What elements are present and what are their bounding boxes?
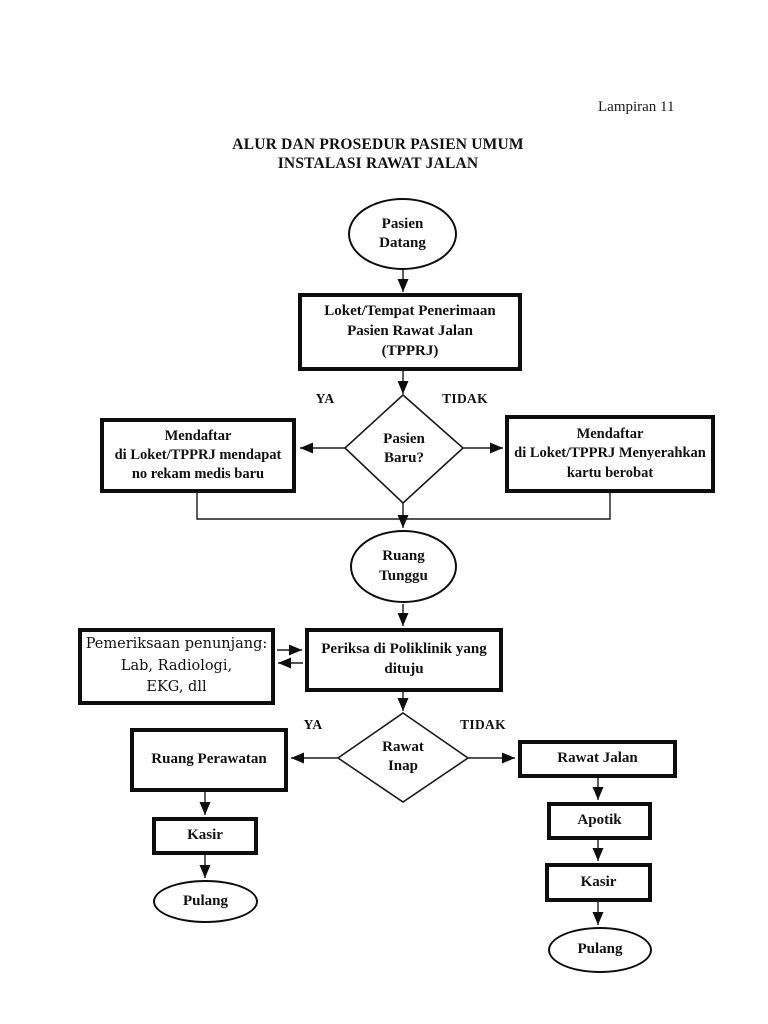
process-supporting-exam: Pemeriksaan penunjang: Lab, Radiologi, E… (78, 628, 275, 705)
start-node-pasien-datang: Pasien Datang (348, 198, 457, 270)
decision2-no-label: TIDAK (460, 717, 506, 732)
process-register-existing: Mendaftar di Loket/TPPRJ Menyerahkan kar… (505, 415, 715, 493)
process-register-new: Mendaftar di Loket/TPPRJ mendapat no rek… (100, 418, 296, 493)
process-tpprj: Loket/Tempat Penerimaan Pasien Rawat Jal… (298, 293, 522, 371)
page-title: ALUR DAN PROSEDUR PASIEN UMUM INSTALASI … (232, 136, 524, 172)
decision-diamond-rawat-inap (336, 712, 470, 803)
appendix-label: Lampiran 11 (598, 99, 675, 115)
decision2-yes-label: YA (303, 717, 323, 732)
decision1-no-label: TIDAK (442, 391, 488, 406)
decision1-yes-label: YA (315, 391, 335, 406)
decision-diamond-pasien-baru (343, 393, 465, 505)
end-node-discharge-inpatient: Pulang (153, 880, 258, 923)
process-outpatient: Rawat Jalan (518, 740, 677, 778)
process-inpatient-ward: Ruang Perawatan (130, 728, 288, 792)
waiting-room-node: Ruang Tunggu (350, 530, 457, 603)
process-cashier-outpatient: Kasir (545, 863, 652, 902)
connector-lines (196, 270, 611, 925)
process-cashier-inpatient: Kasir (152, 817, 258, 855)
decision1-text-pasien-baru: Pasien Baru? (383, 430, 425, 467)
end-node-discharge-outpatient: Pulang (548, 927, 652, 973)
decision2-text-rawat-inap: Rawat Inap (382, 738, 424, 775)
process-polyclinic: Periksa di Poliklinik yang dituju (305, 628, 503, 692)
process-pharmacy: Apotik (547, 802, 652, 840)
